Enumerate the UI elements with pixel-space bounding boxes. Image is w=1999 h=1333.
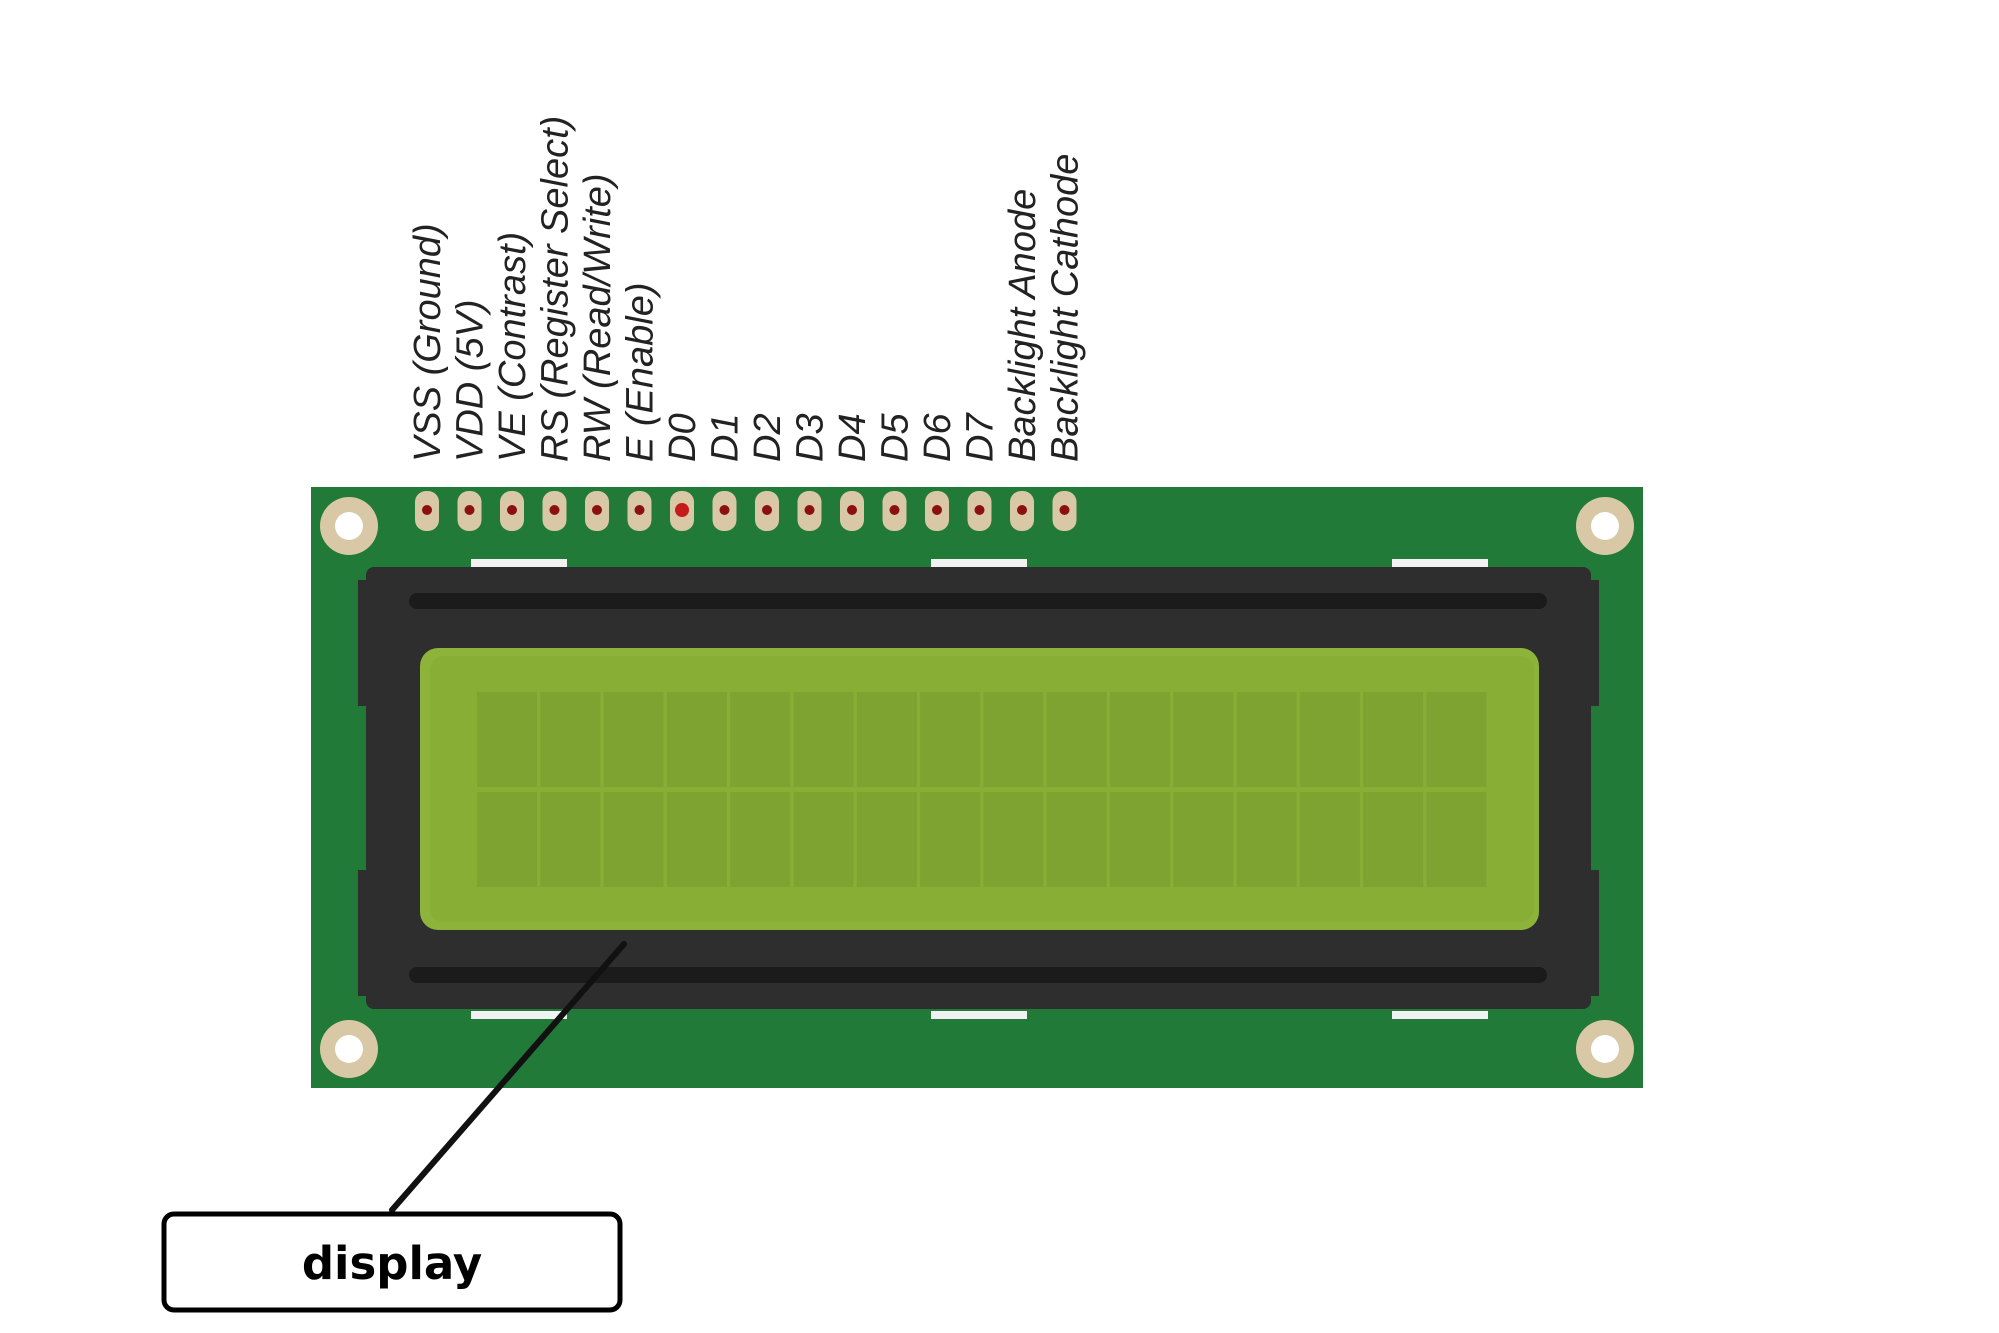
header-pin [457, 491, 482, 531]
lcd-cell [603, 792, 664, 887]
lcd-cell [477, 692, 537, 787]
pin-label: VDD (5V) [450, 299, 492, 462]
lcd-screen [420, 648, 1539, 930]
lcd-cell [1046, 692, 1107, 787]
header-pin [585, 491, 609, 531]
pin-label: D5 [875, 413, 917, 462]
header-pin [712, 491, 737, 531]
callout-box [161, 1211, 623, 1313]
lcd-cell [983, 792, 1044, 887]
lcd-cell [730, 792, 791, 887]
lcd-cell [666, 792, 727, 887]
header-pin [670, 491, 694, 531]
lcd-cell [983, 692, 1044, 787]
pin-label: RW (Read/Write) [577, 173, 619, 462]
header-pin [500, 491, 524, 531]
lcd-cell [1173, 692, 1234, 787]
lcd-cell [1299, 792, 1360, 887]
lcd-cell [1110, 692, 1170, 787]
lcd-cell [666, 692, 727, 787]
lcd-cell [1363, 692, 1424, 787]
mounting-hole-top-right [1576, 497, 1634, 555]
mounting-hole-top-left [320, 497, 378, 555]
pin-label: D6 [917, 413, 959, 462]
lcd-cell [1110, 792, 1170, 887]
lcd-cell [793, 692, 854, 787]
lcd-cell [856, 792, 917, 887]
pin-label: VSS (Ground) [407, 223, 449, 462]
lcd-cell [1299, 692, 1360, 787]
bezel-clip-tabs [471, 559, 1488, 1019]
header-pin [415, 491, 439, 531]
lcd-cell [1363, 792, 1424, 887]
pin-label: D2 [747, 413, 789, 462]
header-pin [542, 491, 567, 531]
lcd-cell [793, 792, 854, 887]
pin-label: Backlight Anode [1002, 189, 1044, 462]
header-pin [925, 491, 949, 531]
mounting-hole-bottom-left [320, 1020, 378, 1078]
header-pin [755, 491, 779, 531]
lcd-cell [730, 692, 791, 787]
lcd-cell [540, 792, 601, 887]
header-pins [415, 491, 1077, 531]
header-pin [1010, 491, 1034, 531]
lcd-cell [920, 792, 981, 887]
lcd-cell [1236, 792, 1297, 887]
pin-label: RS (Register Select) [535, 116, 577, 462]
lcd-cell [920, 692, 981, 787]
pin-label: D3 [790, 413, 832, 462]
header-pin [797, 491, 822, 531]
header-pin [1052, 491, 1077, 531]
pin-label: VE (Contrast) [492, 232, 534, 462]
lcd-cell [1236, 692, 1297, 787]
pin-label: D4 [832, 413, 874, 462]
lcd-cell [540, 692, 601, 787]
header-pin [840, 491, 864, 531]
pin-label: E (Enable) [620, 282, 662, 462]
lcd-cell [1426, 692, 1487, 787]
pin-labels: VSS (Ground)VDD (5V)VE (Contrast)RS (Reg… [407, 116, 1087, 462]
pin-label: D0 [662, 413, 704, 462]
pin-label: Backlight Cathode [1045, 154, 1087, 462]
lcd-cell [1426, 792, 1487, 887]
lcd-cell [603, 692, 664, 787]
header-pin [967, 491, 992, 531]
lcd-cell [477, 792, 537, 887]
lcd-cell [1046, 792, 1107, 887]
header-pin [882, 491, 907, 531]
lcd-cell [1173, 792, 1234, 887]
mounting-hole-bottom-right [1576, 1020, 1634, 1078]
pin-label: D1 [705, 413, 747, 462]
pin-label: D7 [960, 412, 1002, 462]
callout-leader-line [389, 941, 627, 1213]
lcd-cell [856, 692, 917, 787]
lcd-character-grid [477, 692, 1487, 887]
callout-label: display [302, 1237, 482, 1290]
header-pin [627, 491, 652, 531]
